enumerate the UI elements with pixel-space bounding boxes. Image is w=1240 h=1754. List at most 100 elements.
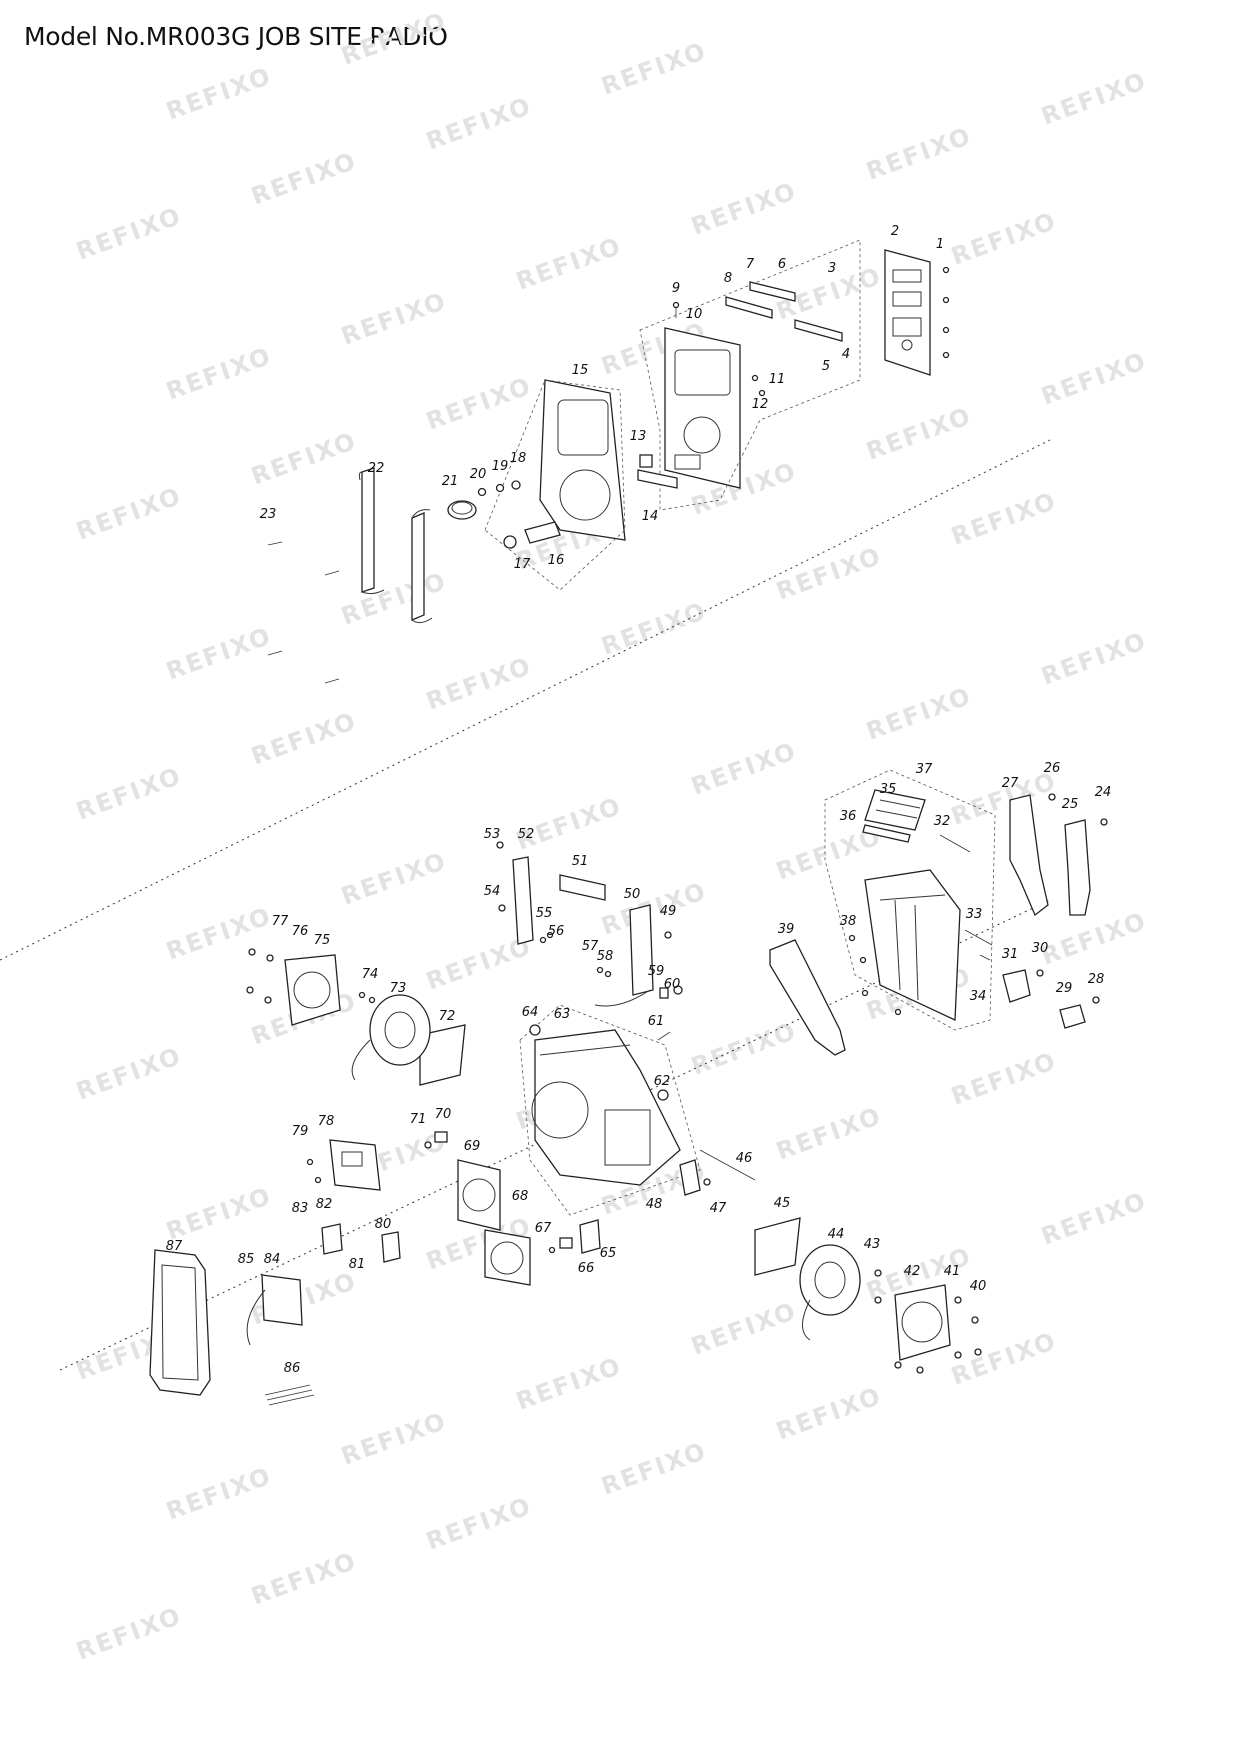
part-27-bracket	[1009, 794, 1049, 917]
part-number-label: 2	[891, 224, 899, 239]
part-17-clip	[503, 535, 517, 549]
part-number-label: 40	[970, 1279, 987, 1294]
part-10-front-panel	[664, 327, 741, 489]
watermark-text: REFIXO	[1037, 67, 1150, 131]
part-number-label: 66	[578, 1261, 595, 1276]
part-66-67-parts	[548, 1237, 573, 1254]
part-number-label: 51	[572, 854, 589, 869]
part-number-label: 25	[1062, 797, 1079, 812]
watermark-text: REFIXO	[162, 1182, 275, 1246]
part-76-77-screws	[246, 948, 274, 1004]
part-46-rod	[699, 1149, 756, 1181]
part-number-label: 15	[572, 363, 589, 378]
part-30-screw	[1036, 969, 1044, 977]
part-40-41-screws	[894, 1296, 982, 1374]
part-2-control-board	[884, 249, 931, 376]
part-68-plate	[484, 1229, 531, 1286]
part-number-label: 26	[1044, 761, 1061, 776]
part-number-label: 45	[774, 1196, 791, 1211]
part-number-label: 14	[642, 509, 659, 524]
part-61-pin	[657, 1031, 671, 1041]
part-number-label: 86	[284, 1361, 301, 1376]
part-number-label: 21	[442, 474, 459, 489]
watermark-text: REFIXO	[862, 682, 975, 746]
watermark-text: REFIXO	[247, 707, 360, 771]
watermark-text: REFIXO	[162, 342, 275, 406]
part-number-label: 30	[1032, 941, 1049, 956]
part-number-label: 87	[166, 1239, 183, 1254]
part-69-plate	[457, 1159, 501, 1231]
part-84-board	[261, 1274, 303, 1326]
watermark-text: REFIXO	[72, 482, 185, 546]
watermark-text: REFIXO	[337, 847, 450, 911]
watermark-text: REFIXO	[1037, 347, 1150, 411]
part-33-pin	[964, 929, 993, 946]
part-number-label: 79	[292, 1124, 309, 1139]
part-number-label: 8	[724, 271, 732, 286]
part-number-label: 44	[828, 1227, 845, 1242]
part-63-main-frame	[531, 1029, 681, 1186]
part-51-bar	[559, 874, 606, 901]
part-15-housing-cover	[539, 379, 626, 541]
part-65-bracket	[579, 1219, 601, 1254]
watermark-text: REFIXO	[597, 37, 710, 101]
watermark-text: REFIXO	[247, 427, 360, 491]
part-55-56-screws	[539, 931, 554, 944]
part-79-screws	[306, 1158, 322, 1184]
part-number-label: 76	[292, 924, 309, 939]
watermark-text: REFIXO	[247, 147, 360, 211]
part-49-screw	[664, 931, 672, 939]
watermark-text: REFIXO	[772, 542, 885, 606]
watermark-text: REFIXO	[597, 1437, 710, 1501]
part-number-label: 80	[375, 1217, 392, 1232]
part-number-label: 58	[597, 949, 614, 964]
part-number-label: 49	[660, 904, 677, 919]
part-19-cap	[495, 483, 505, 493]
watermark-text: REFIXO	[1037, 907, 1150, 971]
watermark-text: REFIXO	[247, 1547, 360, 1611]
wire-harness-63	[594, 989, 651, 1007]
part-number-label: 16	[548, 553, 565, 568]
part-number-labels: 1234567891011121314151617181920212223242…	[166, 224, 1112, 1376]
part-number-label: 32	[934, 814, 951, 829]
part-36-strip	[862, 824, 911, 843]
part-number-label: 38	[840, 914, 857, 929]
watermark-text: REFIXO	[687, 1017, 800, 1081]
watermark-text: REFIXO	[337, 7, 450, 71]
watermark-text: REFIXO	[337, 287, 450, 351]
part-number-label: 28	[1088, 972, 1105, 987]
watermark-text: REFIXO	[162, 902, 275, 966]
part-number-label: 33	[966, 907, 983, 922]
watermark-text: REFIXO	[947, 487, 1060, 551]
part-number-label: 9	[672, 281, 680, 296]
watermark-text: REFIXO	[337, 1407, 450, 1471]
part-5-4-button	[794, 319, 843, 342]
part-number-label: 24	[1095, 785, 1112, 800]
part-86-wires	[264, 1384, 315, 1406]
part-number-label: 5	[822, 359, 830, 374]
watermark-text: REFIXO	[422, 652, 535, 716]
watermark-text: REFIXO	[597, 877, 710, 941]
part-26-screw	[1048, 793, 1056, 801]
watermark-text: REFIXO	[687, 1297, 800, 1361]
watermark-text: REFIXO	[1037, 1187, 1150, 1251]
part-28-screw	[1092, 996, 1100, 1004]
watermark-text: REFIXO	[947, 1327, 1060, 1391]
watermark-text: REFIXO	[72, 1042, 185, 1106]
part-number-label: 83	[292, 1201, 309, 1216]
part-24-screw	[1100, 818, 1108, 826]
part-20-cap	[477, 487, 487, 497]
part-number-label: 41	[944, 1264, 961, 1279]
part-number-label: 68	[512, 1189, 529, 1204]
part-number-label: 73	[390, 981, 407, 996]
part-number-label: 43	[864, 1237, 881, 1252]
part-number-label: 85	[238, 1252, 255, 1267]
part-1-screws	[942, 266, 950, 359]
watermark-text: REFIXO	[72, 1602, 185, 1666]
part-57-58-screws	[596, 966, 612, 978]
part-73-speaker	[369, 994, 431, 1066]
watermark-text: REFIXO	[422, 372, 535, 436]
part-number-label: 17	[514, 557, 531, 572]
part-number-label: 82	[316, 1197, 333, 1212]
part-number-label: 75	[314, 933, 331, 948]
